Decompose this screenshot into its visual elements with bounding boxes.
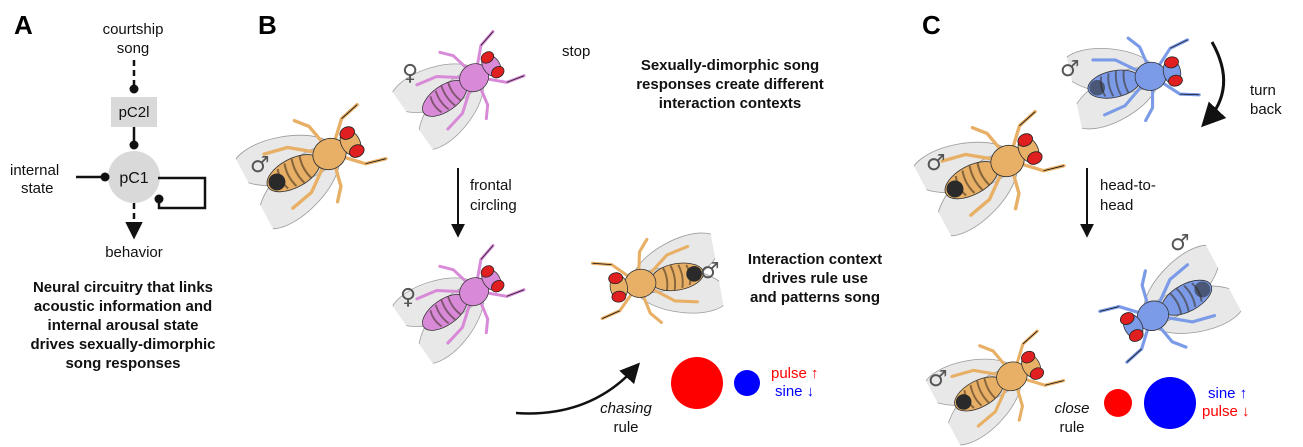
- synapse-dot: [155, 195, 164, 204]
- male-fly-icon: [894, 91, 1075, 256]
- caption-a-line1: Neural circuitry that links: [33, 279, 213, 296]
- song-label: song: [117, 40, 150, 57]
- behavior-label: behavior: [105, 244, 163, 261]
- rule-label: rule: [613, 419, 638, 436]
- caption-a-line3: internal arousal state: [48, 317, 199, 334]
- female-fly-icon: [374, 228, 536, 381]
- female-symbol-icon: ♀: [400, 285, 416, 310]
- title-mid-line2: drives rule use: [762, 270, 868, 287]
- head-label: head: [1100, 197, 1133, 214]
- title-mid-line3: and patterns song: [750, 289, 880, 306]
- turn-back-arrow: [1206, 42, 1224, 122]
- title-mid-line1: Interaction context: [748, 251, 882, 268]
- circling-label: circling: [470, 197, 517, 214]
- male-symbol-icon: ♂: [926, 151, 946, 176]
- chasing-label: chasing: [600, 400, 652, 417]
- courtship-label: courtship: [103, 21, 164, 38]
- male-symbol-icon: ♂: [1170, 231, 1190, 256]
- pulse-up-label: pulse ↑: [771, 365, 819, 382]
- caption-a-line5: song responses: [65, 355, 180, 372]
- caption-a-line4: drives sexually-dimorphic: [30, 336, 215, 353]
- male-symbol-icon: ♂: [700, 259, 720, 284]
- synapse-dot: [101, 173, 110, 182]
- pc1-label: pC1: [119, 170, 148, 187]
- sine-up-label: sine ↑: [1208, 385, 1247, 402]
- back-label: back: [1250, 101, 1282, 118]
- pulse-circle-small: [1104, 389, 1132, 417]
- stop-label: stop: [562, 43, 590, 60]
- synapse-dot: [130, 85, 139, 94]
- synapse-dot: [130, 141, 139, 150]
- panel-c: C ♂ turn back ♂ head-to- head ♂ ♂ close …: [894, 10, 1282, 447]
- title-top-line1: Sexually-dimorphic song: [641, 57, 819, 74]
- internal-label: internal: [10, 162, 59, 179]
- pc2l-label: pC2l: [119, 104, 150, 121]
- caption-a-line2: acoustic information and: [34, 298, 212, 315]
- head-to-label: head-to-: [1100, 177, 1156, 194]
- pulse-circle-large: [671, 357, 723, 409]
- title-top-line3: interaction contexts: [659, 95, 802, 112]
- title-top-line2: responses create different: [636, 76, 824, 93]
- panel-b: B ♀ stop ♂ frontal circling ♀ ♂ Sexually…: [216, 10, 882, 436]
- male-fly-icon: [216, 84, 397, 249]
- panel-a-letter: A: [14, 10, 33, 40]
- pulse-down-label: pulse ↓: [1202, 403, 1250, 420]
- female-fly-icon: [374, 14, 536, 167]
- sine-circle-large: [1144, 377, 1196, 429]
- female-symbol-icon: ♀: [402, 61, 418, 86]
- male-symbol-icon: ♂: [1060, 57, 1080, 82]
- pc1-recurrent-loop: [158, 178, 205, 208]
- frontal-label: frontal: [470, 177, 512, 194]
- sine-down-label: sine ↓: [775, 383, 814, 400]
- rule-label: rule: [1059, 419, 1084, 436]
- male-symbol-icon: ♂: [250, 153, 270, 178]
- close-label: close: [1054, 400, 1089, 417]
- male-symbol-icon: ♂: [928, 367, 948, 392]
- turn-label: turn: [1250, 82, 1276, 99]
- panel-c-letter: C: [922, 10, 941, 40]
- sine-circle-small: [734, 370, 760, 396]
- panel-b-letter: B: [258, 10, 277, 40]
- panel-a: A courtship song pC2l pC1 internal state…: [10, 10, 216, 372]
- state-label: state: [21, 180, 54, 197]
